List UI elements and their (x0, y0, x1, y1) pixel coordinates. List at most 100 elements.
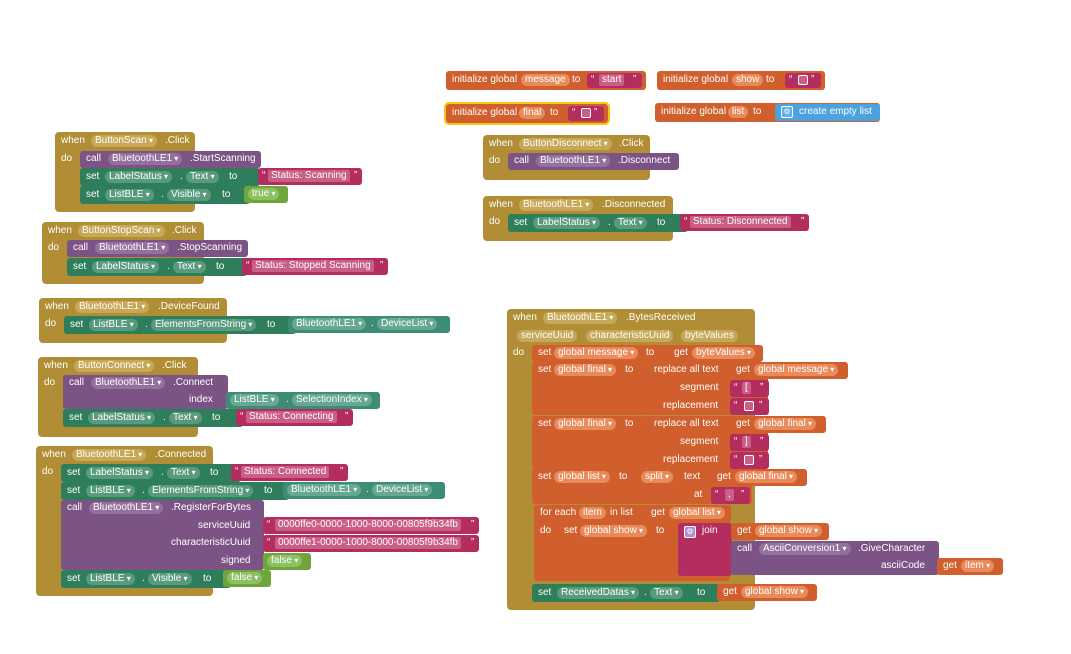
component-dropdown[interactable]: BluetoothLE1 (95, 242, 170, 254)
call-givecharacter-block[interactable]: call AsciiConversion1 .GiveCharacter asc… (731, 541, 939, 575)
variable-dropdown[interactable]: global list (669, 507, 725, 519)
empty-string-box[interactable] (581, 108, 591, 118)
variable-dropdown[interactable]: global list (554, 471, 610, 483)
logic-true-block[interactable]: true (244, 186, 288, 203)
component-dropdown[interactable]: BluetoothLE1 (519, 199, 594, 211)
get-global-show-block[interactable]: get global show (717, 584, 817, 601)
get-global-final-block[interactable]: get global final (730, 416, 826, 433)
variable-dropdown[interactable]: global final (754, 418, 817, 430)
event-param[interactable]: serviceUuid (517, 330, 578, 342)
component-dropdown[interactable]: LabelStatus (88, 412, 156, 424)
string-value[interactable]: Status: Stopped Scanning (252, 260, 374, 272)
component-dropdown[interactable]: ButtonConnect (74, 360, 155, 372)
text-literal-block[interactable]: “ 0000ffe1-0000-1000-8000-00805f9b34fb ” (263, 535, 479, 552)
text-literal-block[interactable]: “ Status: Scanning ” (258, 168, 362, 185)
event-param[interactable]: byteValues (681, 330, 738, 342)
property-dropdown[interactable]: Visible (167, 189, 211, 201)
component-dropdown[interactable]: BluetoothLE1 (536, 155, 611, 167)
text-literal-block[interactable]: “ , ” (711, 487, 750, 504)
empty-text-block[interactable]: “ ” (785, 73, 821, 88)
call-disconnect-block[interactable]: call BluetoothLE1 .Disconnect (508, 153, 679, 170)
global-var-name[interactable]: list (728, 106, 749, 118)
set-global-message-block[interactable]: set global message to (532, 345, 672, 362)
component-dropdown[interactable]: ListBLE (86, 485, 135, 497)
property-dropdown[interactable]: Text (167, 467, 200, 479)
property-dropdown[interactable]: Text (650, 587, 683, 599)
get-global-final-block[interactable]: get global final (711, 469, 807, 486)
logic-false-block[interactable]: false (263, 553, 311, 570)
text-literal-block[interactable]: “ Status: Connected ” (231, 464, 348, 481)
component-dropdown[interactable]: BluetoothLE1 (108, 153, 183, 165)
set-labelstatus-text-block[interactable]: set LabelStatus . Text to (508, 214, 688, 232)
component-dropdown[interactable]: ListBLE (230, 394, 279, 406)
gear-icon[interactable]: ⚙ (781, 106, 793, 118)
string-value[interactable]: Status: Scanning (268, 170, 350, 182)
set-global-list-block[interactable]: set global list to (532, 469, 644, 504)
set-receiveddatas-text-block[interactable]: set ReceivedDatas . Text to (532, 584, 720, 602)
global-var-name[interactable]: final (519, 107, 546, 119)
property-dropdown[interactable]: Text (169, 412, 202, 424)
set-labelstatus-text-block[interactable]: set LabelStatus . Text to (67, 258, 247, 276)
string-value[interactable]: ] (742, 436, 751, 448)
set-listble-visible-block[interactable]: set ListBLE . Visible to (80, 186, 250, 204)
get-selectionindex-block[interactable]: ListBLE . SelectionIndex (226, 392, 380, 409)
text-literal-block[interactable]: “ start ” (587, 73, 642, 88)
set-global-show-block[interactable]: set global show to (558, 523, 682, 576)
init-global-final-block[interactable]: initialize global final to “ ” (444, 102, 610, 125)
text-literal-block[interactable]: “ Status: Stopped Scanning ” (242, 258, 388, 275)
property-dropdown[interactable]: Text (186, 171, 219, 183)
set-global-final-block[interactable]: set global final to (532, 362, 648, 415)
get-item-block[interactable]: get item (937, 558, 1003, 575)
property-dropdown[interactable]: DeviceList (372, 484, 433, 496)
empty-string-box[interactable] (798, 75, 808, 85)
set-listble-visible-block[interactable]: set ListBLE . Visible to (61, 570, 231, 588)
component-dropdown[interactable]: ButtonStopScan (78, 225, 165, 237)
variable-dropdown[interactable]: global show (741, 586, 809, 598)
event-param[interactable]: characteristicUuid (586, 330, 674, 342)
set-listble-elementsfromstring-block[interactable]: set ListBLE . ElementsFromString to (61, 482, 289, 500)
create-empty-list-block[interactable]: ⚙ create empty list (775, 104, 880, 121)
component-dropdown[interactable]: BluetoothLE1 (543, 312, 618, 324)
empty-text-block[interactable]: “ ” (730, 452, 769, 469)
global-var-name[interactable]: message (521, 74, 570, 86)
global-var-name[interactable]: show (732, 74, 764, 86)
string-value[interactable]: Status: Connecting (246, 411, 337, 423)
set-listble-elementsfromstring-block[interactable]: set ListBLE . ElementsFromString to (64, 316, 296, 334)
text-literal-block[interactable]: “ Status: Disconnected ” (680, 214, 809, 231)
property-dropdown[interactable]: ElementsFromString (148, 485, 254, 497)
component-dropdown[interactable]: BluetoothLE1 (89, 502, 164, 514)
component-dropdown[interactable]: LabelStatus (533, 217, 601, 229)
variable-dropdown[interactable]: byteValues (692, 347, 755, 359)
init-global-show-block[interactable]: initialize global show to “ ” (657, 71, 825, 90)
boolean-dropdown[interactable]: false (267, 555, 303, 567)
get-global-message-block[interactable]: get global message (730, 362, 848, 379)
text-literal-block[interactable]: “ Status: Connecting ” (236, 409, 353, 426)
variable-dropdown[interactable]: global final (554, 418, 617, 430)
call-stopscanning-block[interactable]: call BluetoothLE1 .StopScanning (67, 240, 248, 257)
variable-dropdown[interactable]: global final (554, 364, 617, 376)
string-value[interactable]: 0000ffe0-0000-1000-8000-00805f9b34fb (275, 519, 461, 531)
variable-dropdown[interactable]: global message (554, 347, 639, 359)
call-connect-block[interactable]: call BluetoothLE1 .Connect index (63, 375, 228, 409)
boolean-dropdown[interactable]: true (248, 188, 280, 200)
split-dropdown[interactable]: split (641, 471, 674, 483)
init-global-message-block[interactable]: initialize global message to “ start ” (446, 71, 646, 90)
component-dropdown[interactable]: ReceivedDatas (557, 587, 640, 599)
component-dropdown[interactable]: ListBLE (86, 573, 135, 585)
loop-variable[interactable]: item (579, 507, 606, 519)
component-dropdown[interactable]: LabelStatus (86, 467, 154, 479)
gear-icon[interactable]: ⚙ (684, 526, 696, 538)
call-startscanning-block[interactable]: call BluetoothLE1 .StartScanning (80, 151, 261, 168)
text-literal-block[interactable]: “ ] ” (730, 434, 769, 451)
component-dropdown[interactable]: BluetoothLE1 (292, 318, 367, 330)
join-block[interactable]: ⚙ join (678, 523, 732, 576)
component-dropdown[interactable]: BluetoothLE1 (91, 377, 166, 389)
variable-dropdown[interactable]: item (961, 560, 995, 572)
property-dropdown[interactable]: ElementsFromString (151, 319, 257, 331)
set-labelstatus-text-block[interactable]: set LabelStatus . Text to (63, 409, 243, 427)
empty-string-box[interactable] (744, 455, 754, 465)
property-dropdown[interactable]: DeviceList (377, 318, 438, 330)
property-dropdown[interactable]: SelectionIndex (292, 394, 372, 406)
string-value[interactable]: [ (742, 382, 751, 394)
call-registerforbytes-block[interactable]: call BluetoothLE1 .RegisterForBytes serv… (61, 500, 264, 570)
